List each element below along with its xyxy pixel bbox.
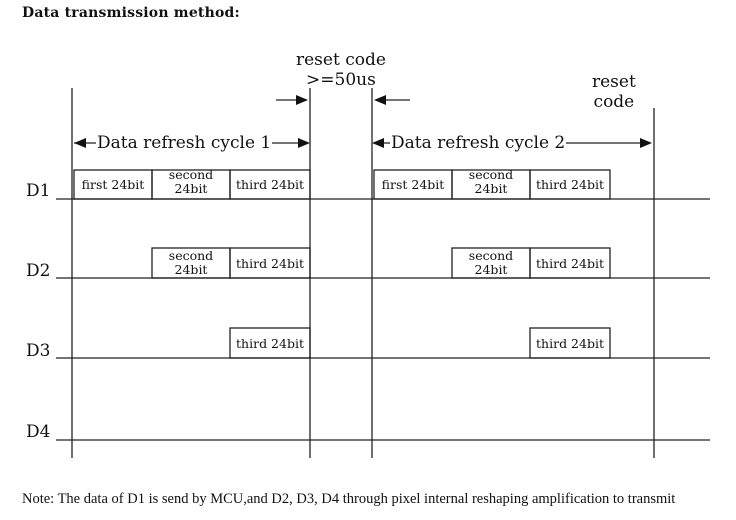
d2-third-text: third 24bit: [236, 256, 304, 271]
d1c2-second-text: second 24bit: [454, 168, 528, 196]
d2-third-box: [229, 247, 311, 279]
row-label-d2: D2: [26, 261, 51, 281]
d2c2-second-text: second 24bit: [454, 249, 528, 277]
cycle1-label: Data refresh cycle 1: [96, 133, 273, 153]
section-title: Data transmission method:: [22, 5, 240, 21]
d2-second-line2: 24bit: [174, 262, 208, 277]
d1c2-third-text: third 24bit: [536, 177, 604, 192]
reset-arrowhead-right: [374, 95, 386, 105]
reset-code-label: reset code >=50us: [296, 50, 386, 90]
cycle2-arrowhead-right: [640, 138, 652, 148]
reset-code-right-label: reset code: [592, 72, 636, 112]
d3-third-box: [229, 327, 311, 359]
reset-code-right-line2: code: [593, 92, 635, 112]
d1-third-text: third 24bit: [236, 177, 304, 192]
d1-second-line2: 24bit: [174, 181, 208, 196]
d3-third-text: third 24bit: [236, 336, 304, 351]
cycle1-arrowhead-right: [298, 138, 310, 148]
cycle1-arrowhead-left: [74, 138, 86, 148]
reset-code-line2: >=50us: [306, 70, 376, 90]
d1c2-second-line2: 24bit: [474, 181, 508, 196]
d2c2-third-box: [529, 247, 611, 279]
d1-second-text: second 24bit: [154, 168, 228, 196]
note-text: Note: The data of D1 is send by MCU,and …: [22, 491, 676, 507]
d3c2-third-box: [529, 327, 611, 359]
cycle2-label: Data refresh cycle 2: [390, 133, 567, 153]
reset-code-right-line1: reset: [592, 72, 636, 92]
d3c2-third-text: third 24bit: [536, 336, 604, 351]
reset-arrowhead-left: [296, 95, 308, 105]
d1-third-box: [229, 169, 311, 200]
d2c2-second-line2: 24bit: [474, 262, 508, 277]
row-label-d1: D1: [26, 181, 51, 201]
d2-second-line1: second: [168, 248, 214, 263]
d1-first-text: first 24bit: [81, 177, 145, 192]
d2c2-second-line1: second: [468, 248, 514, 263]
cycle2-arrowhead-left: [372, 138, 384, 148]
row-label-d4: D4: [26, 422, 51, 442]
d1-second-line1: second: [168, 167, 214, 182]
reset-code-line1: reset code: [296, 50, 386, 70]
d2c2-third-text: third 24bit: [536, 256, 604, 271]
d1c2-third-box: [529, 169, 611, 200]
d1c2-second-line1: second: [468, 167, 514, 182]
d1c2-first-text: first 24bit: [381, 177, 445, 192]
row-label-d3: D3: [26, 341, 51, 361]
d2-second-text: second 24bit: [154, 249, 228, 277]
